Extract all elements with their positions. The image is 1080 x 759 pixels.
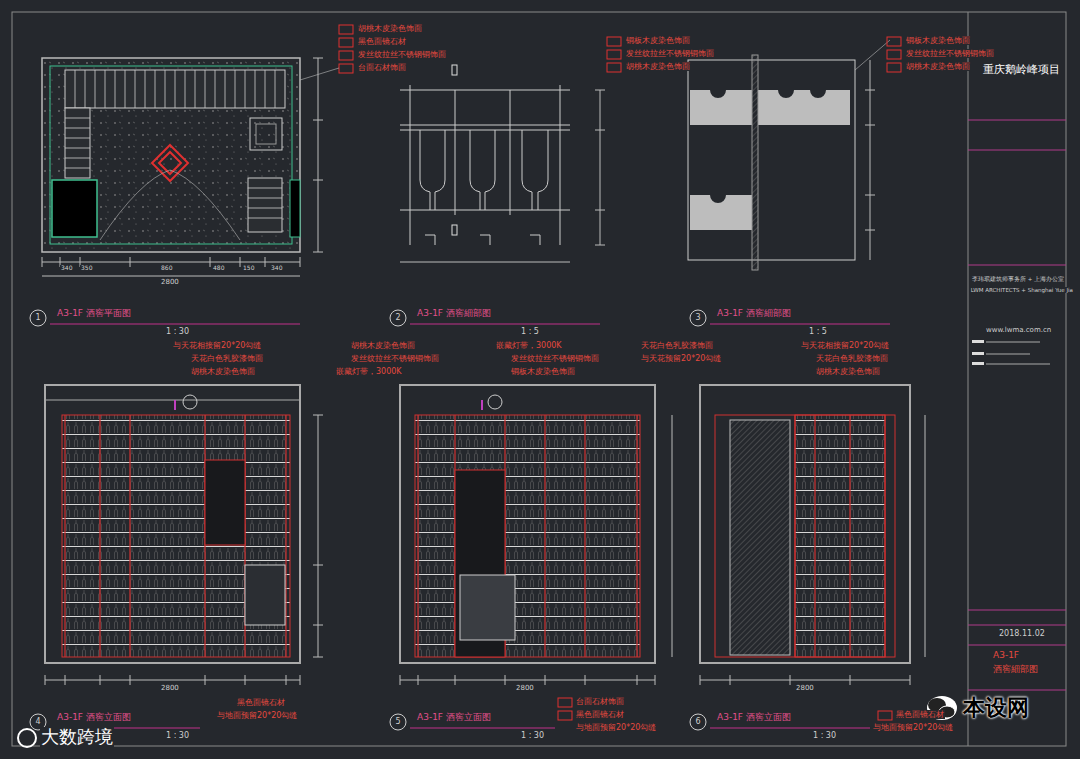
sheet-label: LWM ARCHITECTS + Shanghai Yue Jia xyxy=(970,287,1074,293)
callout-number: 5 xyxy=(394,717,401,726)
material-note: 台面石材饰面 xyxy=(357,63,407,72)
sheet-label: 2800 xyxy=(160,684,180,692)
material-note: 铜板木皮染色饰面 xyxy=(905,36,971,45)
sheet-label: www.lwma.com.cn xyxy=(985,326,1052,334)
view-title: A3-1F 酒窖立面图 xyxy=(56,712,132,722)
material-note: 天花白色乳胶漆饰面 xyxy=(640,341,714,350)
material-note: 嵌藏灯带，3000K xyxy=(495,341,563,350)
sheet-label: 860 xyxy=(160,265,173,272)
sheet-label: 340 xyxy=(60,265,73,272)
sheet-label: 1 : 30 xyxy=(520,731,545,740)
sheet-label: 李玮珉建筑师事务所 + 上海办公室 xyxy=(971,276,1065,282)
callout-number: 4 xyxy=(34,717,41,726)
material-note: 与天花相接留20*20勾缝 xyxy=(172,341,262,350)
sheet-label: 大数跨境 xyxy=(40,727,114,748)
material-note: 发丝纹拉丝不锈钢铜饰面 xyxy=(357,50,447,59)
material-note: 胡桃木皮染色饰面 xyxy=(625,62,691,71)
material-note: 铜板木皮染色饰面 xyxy=(625,36,691,45)
material-note: 台面石材饰面 xyxy=(575,697,625,706)
material-note: 与天花预留20*20勾缝 xyxy=(640,354,722,363)
callout-number: 6 xyxy=(694,717,701,726)
material-note: 黑色面镜石材 xyxy=(895,710,945,719)
material-note: 酒窖細部图 xyxy=(992,664,1039,674)
material-note: 胡桃木皮染色饰面 xyxy=(190,367,256,376)
sheet-label: 1 : 30 xyxy=(165,327,190,336)
view-circles xyxy=(30,310,890,730)
material-note: 发丝纹拉丝不锈钢铜饰面 xyxy=(350,354,440,363)
material-note: 与地面预留20*20勾缝 xyxy=(216,711,298,720)
watermark-icon xyxy=(18,696,957,747)
sheet-frame xyxy=(12,12,1066,746)
material-note: 与地面预留20*20勾缝 xyxy=(872,723,954,732)
material-note: 黑色面镜石材 xyxy=(236,698,286,707)
sheet-label: 150 xyxy=(242,265,255,272)
material-note: 黑色面镜石材 xyxy=(357,37,407,46)
material-note: 黑色面镜石材 xyxy=(575,710,625,719)
material-note: 胡桃木皮染色饰面 xyxy=(350,341,416,350)
material-note: 发丝纹拉丝不锈钢铜饰面 xyxy=(905,49,995,58)
material-note: A3-1F xyxy=(992,650,1020,660)
view-title: A3-1F 酒窖立面图 xyxy=(716,712,792,722)
sheet-label: 340 xyxy=(270,265,283,272)
view-title: A3-1F 酒窖細部图 xyxy=(716,308,792,318)
material-note: 发丝纹拉丝不锈钢铜饰面 xyxy=(625,49,715,58)
sheet-label: 480 xyxy=(212,265,225,272)
material-note: 发丝纹拉丝不锈钢铜饰面 xyxy=(510,354,600,363)
view-title: A3-1F 酒窖平面图 xyxy=(56,308,132,318)
material-note: 与地面预留20*20勾缝 xyxy=(575,723,657,732)
sheet-label: 1 : 5 xyxy=(808,327,828,336)
material-note: 胡桃木皮染色饰面 xyxy=(357,24,423,33)
sheet-label: 1 : 5 xyxy=(520,327,540,336)
callout-number: 2 xyxy=(394,313,401,322)
sheet-label: 2800 xyxy=(515,684,535,692)
view-title: A3-1F 酒窖細部图 xyxy=(416,308,492,318)
callout-number: 1 xyxy=(34,313,41,322)
sheet-label: 1 : 30 xyxy=(812,731,837,740)
detail-section xyxy=(400,37,621,262)
sheet-label: 本设网 xyxy=(962,695,1030,720)
material-note: 天花白色乳胶漆饰面 xyxy=(815,354,889,363)
sheet-label: 2018.11.02 xyxy=(998,629,1046,638)
callout-number: 3 xyxy=(694,313,701,322)
elevation-a xyxy=(45,385,323,685)
material-note: 天花白色乳胶漆饰面 xyxy=(190,354,264,363)
material-note: 胡桃木皮染色饰面 xyxy=(905,62,971,71)
detail-profile xyxy=(688,37,901,270)
elevation-c xyxy=(700,385,925,720)
plan-view xyxy=(42,25,353,276)
sheet-label: 1 : 30 xyxy=(165,731,190,740)
sheet-label: 350 xyxy=(80,265,93,272)
material-note: 铜板木皮染色饰面 xyxy=(510,367,576,376)
material-note: 胡桃木皮染色饰面 xyxy=(815,367,881,376)
project-title: 重庆鹅岭峰项目 xyxy=(982,64,1061,77)
sheet-label: 2800 xyxy=(160,278,180,286)
view-title: A3-1F 酒窖立面图 xyxy=(416,712,492,722)
sheet-label: 2800 xyxy=(795,684,815,692)
material-note: 与天花相接留20*20勾缝 xyxy=(800,341,890,350)
material-note: 嵌藏灯带，3000K xyxy=(335,367,403,376)
elevation-b xyxy=(400,385,672,720)
